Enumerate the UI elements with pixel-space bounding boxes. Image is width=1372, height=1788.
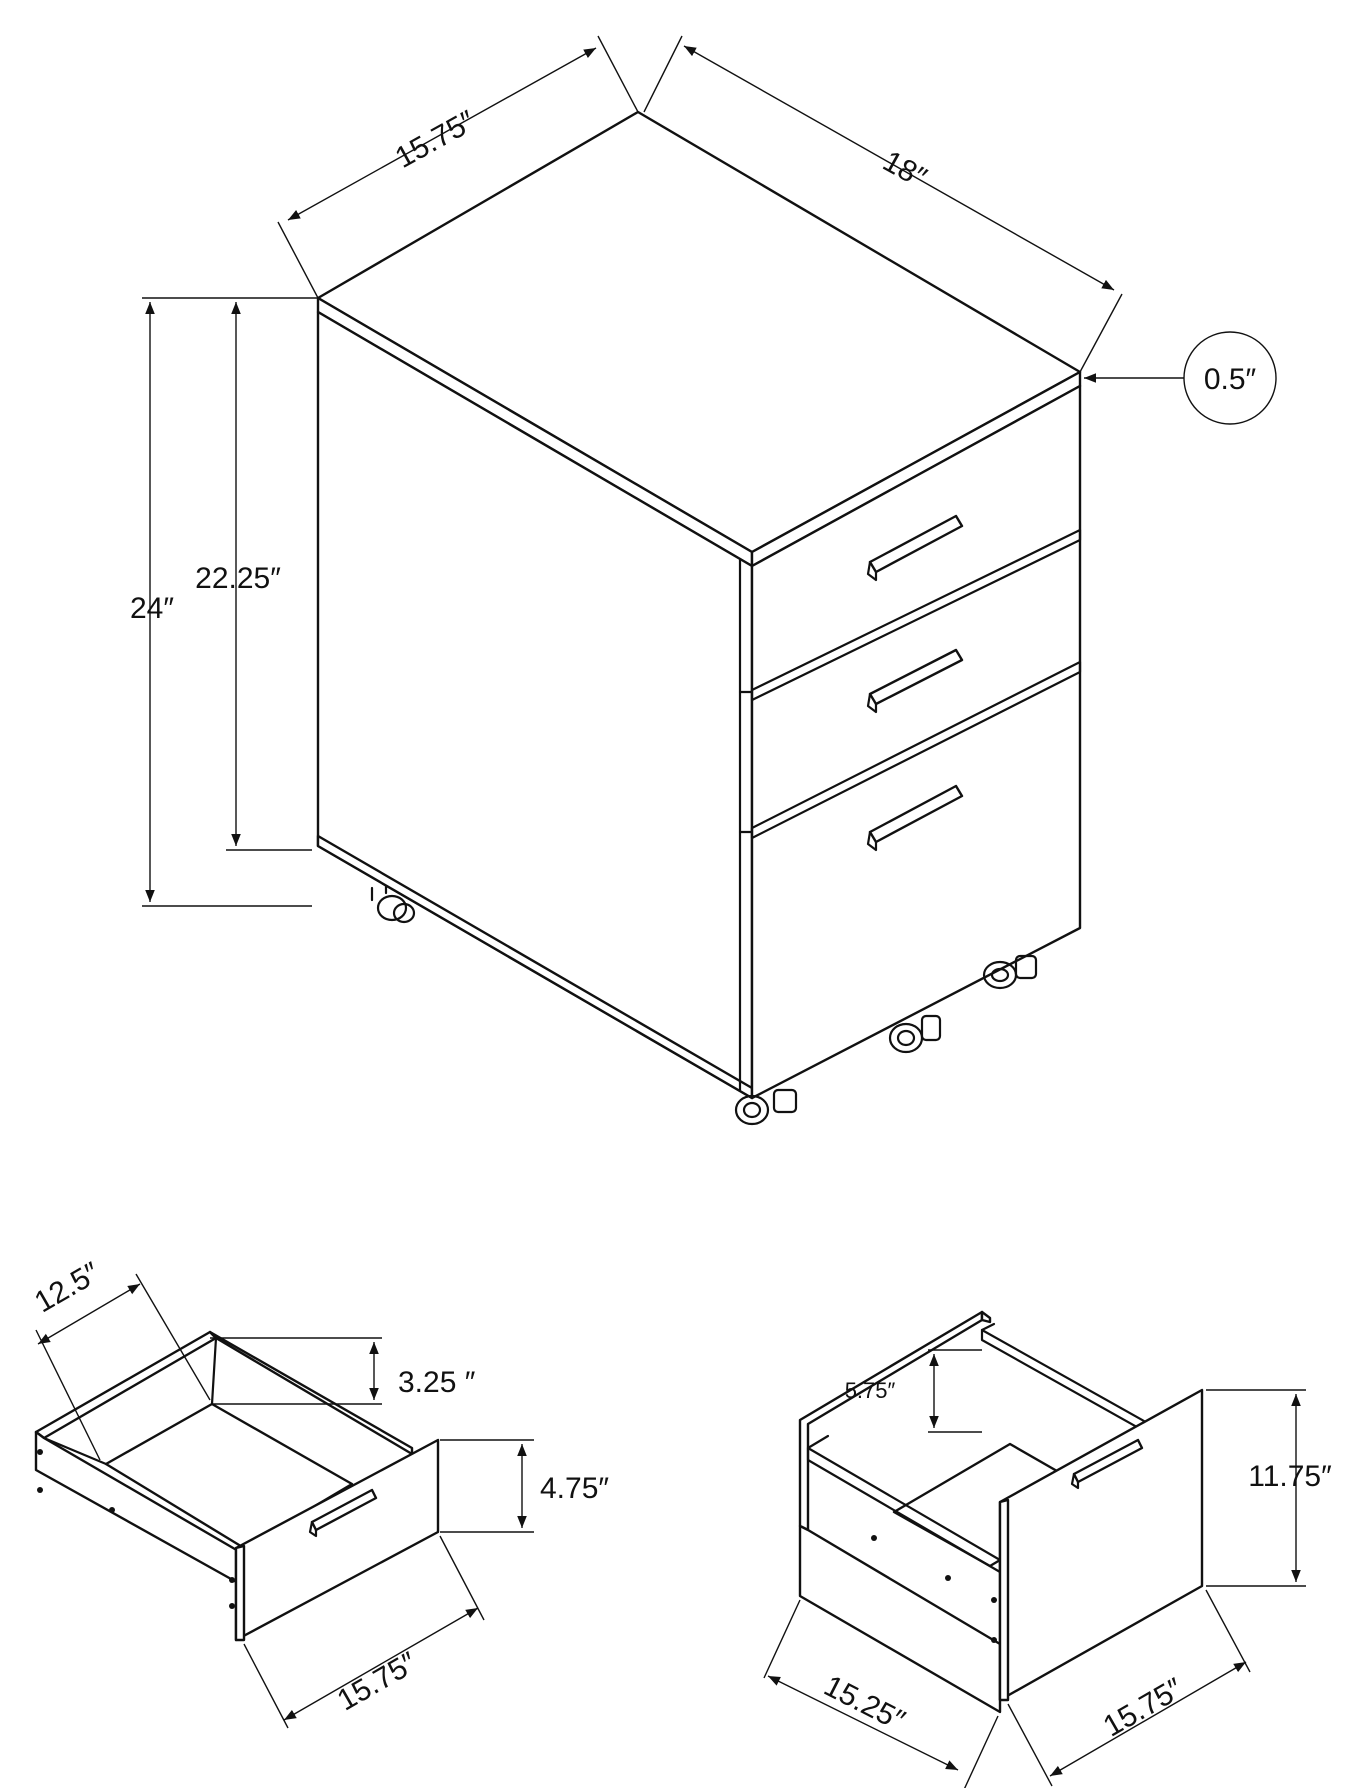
- file-drawer-width-label: 15.75″: [1098, 1672, 1189, 1744]
- file-drawer-dimensions: [763, 1349, 1306, 1788]
- small-drawer-dimensions: [35, 1273, 534, 1729]
- small-drawer-inner-height-label: 3.25 ″: [398, 1366, 476, 1399]
- body-height-label: 22.25″: [195, 562, 281, 595]
- file-drawer-front-height-label: 11.75″: [1248, 1460, 1332, 1493]
- file-drawer-inner-height-label: 5.75″: [845, 1378, 896, 1403]
- file-cabinet: [316, 110, 1082, 1126]
- small-drawer-handle: [308, 1488, 378, 1538]
- top-thickness-label: 0.5″: [1204, 363, 1257, 396]
- file-drawer-depth-label: 15.25″: [819, 1669, 911, 1737]
- caster-wheels-front: [734, 954, 1038, 1126]
- file-drawer-front: [998, 1388, 1204, 1702]
- file-drawer: [798, 1310, 1204, 1714]
- small-drawer-width-label: 15.75″: [332, 1646, 423, 1718]
- small-drawer-depth-label: 12.5″: [29, 1256, 106, 1319]
- cabinet-front: [750, 384, 1082, 1100]
- file-drawer-handle: [1070, 1438, 1144, 1490]
- file-rail-top: [980, 1328, 1162, 1442]
- drawer-handle-top: [866, 514, 964, 582]
- drawer-handle-bottom: [866, 784, 964, 852]
- total-height-label: 24″: [130, 592, 174, 625]
- small-drawer-bottom: [104, 1402, 354, 1550]
- cabinet-depth-label: 18″: [877, 145, 932, 195]
- cabinet-width-label: 15.75″: [390, 104, 481, 175]
- file-drawer-back: [980, 1310, 992, 1324]
- small-drawer: [34, 1330, 440, 1642]
- small-drawer-front-height-label: 4.75″: [540, 1472, 609, 1505]
- cabinet-dimensions: [142, 35, 1277, 907]
- drawer-divider-2: [750, 660, 1082, 840]
- drawer-divider-1: [750, 528, 1082, 702]
- drawer-handle-middle: [866, 648, 964, 714]
- top-thickness-callout: [1183, 331, 1277, 425]
